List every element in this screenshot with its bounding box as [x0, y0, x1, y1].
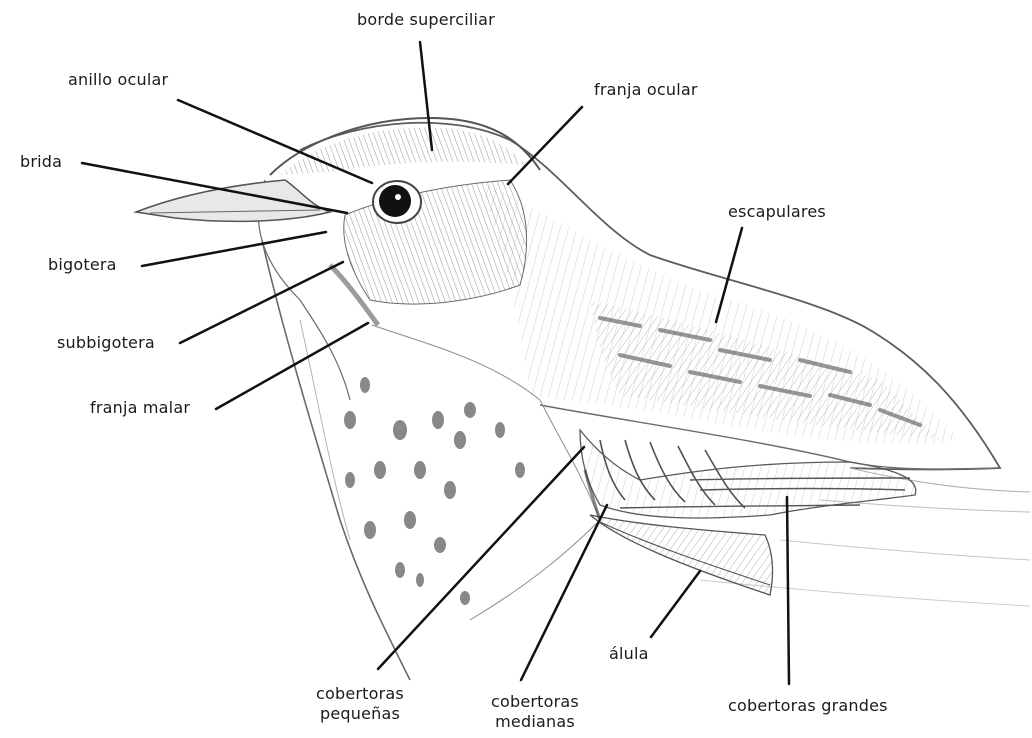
label-franja-ocular: franja ocular [594, 80, 698, 100]
label-cobertoras-medianas-line1: cobertoras [480, 692, 590, 712]
bird-head [136, 118, 540, 400]
leader-alula [651, 571, 700, 637]
label-franja-malar: franja malar [90, 398, 190, 418]
label-bigotera: bigotera [48, 255, 117, 275]
leader-cobertoras-medianas [521, 505, 607, 680]
label-cobertoras-pequenas-line2: pequeñas [300, 704, 420, 724]
leader-franja-malar [216, 323, 368, 409]
wing-coverts [580, 430, 916, 595]
label-cobertoras-medianas-line2: medianas [480, 712, 590, 732]
label-borde-superciliar: borde superciliar [357, 10, 495, 30]
label-cobertoras-grandes: cobertoras grandes [728, 696, 888, 716]
breast-spots [344, 377, 525, 605]
label-subbigotera: subbigotera [57, 333, 155, 353]
label-anillo-ocular: anillo ocular [68, 70, 168, 90]
label-cobertoras-pequenas: cobertoras pequeñas [300, 684, 420, 724]
label-escapulares: escapulares [728, 202, 826, 222]
leader-subbigotera [180, 262, 343, 343]
label-alula: álula [609, 644, 649, 664]
label-cobertoras-medianas: cobertoras medianas [480, 692, 590, 732]
leader-cobertoras-pequenas [378, 447, 584, 669]
label-brida: brida [20, 152, 62, 172]
eye [379, 185, 411, 217]
leader-cobertoras-grandes [787, 497, 789, 684]
label-cobertoras-pequenas-line1: cobertoras [300, 684, 420, 704]
leader-bigotera [142, 232, 326, 266]
